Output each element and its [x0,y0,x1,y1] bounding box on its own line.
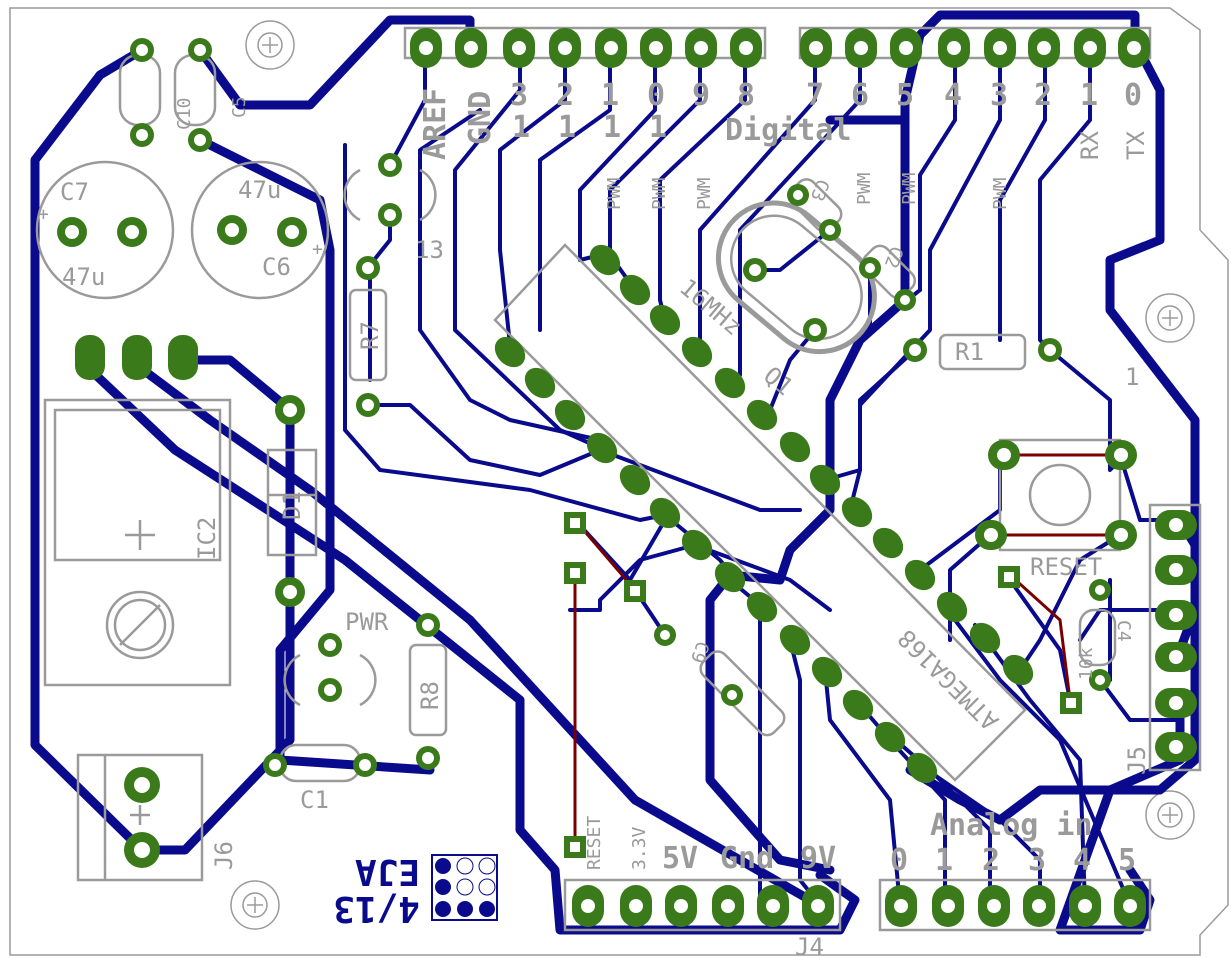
c7-plus: + [38,204,49,225]
mounting-holes [230,20,1195,930]
analog-pin-2: 2 [982,843,1000,878]
power-header-label: J4 [795,933,824,958]
c7-value: 47u [62,263,105,291]
pin-tens-10: 1 [649,110,667,145]
j5-label: J5 [1123,746,1151,775]
pin-tens-11: 1 [603,110,621,145]
reset-button-label: RESET [1030,553,1102,581]
pwm-label-10: PWM [649,177,670,210]
pin-digit-2: 2 [1034,78,1052,113]
one-label: 1 [1125,363,1139,391]
silkscreen-outlines [35,26,1202,932]
pwm-label-5: PWM [899,172,920,205]
pin-digit-9: 9 [692,78,710,113]
component-pads[interactable] [57,38,1137,868]
analog-pin-1: 1 [935,843,953,878]
pin-label-aref: AREF [418,88,453,160]
d1-label: D1 [278,491,306,520]
analog-pin-4: 4 [1073,843,1091,878]
analog-pin-5: 5 [1118,843,1136,878]
signal-traces [343,40,1182,907]
led13-label: 13 [415,236,444,264]
tx-label: TX [1122,131,1150,160]
power-pin-5v: 5V [662,841,698,876]
q1-label: Q1 [758,361,798,401]
pin-digit-7: 7 [806,78,824,113]
pin-digit-6: 6 [851,78,869,113]
r1-label: R1 [955,338,984,366]
analog-pin-3: 3 [1028,843,1046,878]
board-outline [9,7,1229,956]
pin-label-gnd: GND [463,91,498,145]
c6-label: C6 [262,253,291,281]
power-pin-reset: RESET [584,816,605,870]
pwm-label-9: PWM [694,177,715,210]
analog-pin-0: 0 [890,843,908,878]
c6-plus: + [312,239,323,260]
rx-label: RX [1076,131,1104,160]
logo-line2: 4/13 [333,888,420,929]
c6-value: 47u [238,176,281,204]
logo-grid-icon [431,854,498,921]
jumper-wires [573,453,1120,845]
pin-digit-12: 2 [556,78,574,113]
pin-digit-1: 1 [1080,78,1098,113]
digital-header-labels: AREF GND 3 2 1 0 9 8 7 6 5 4 3 2 1 0 1 1… [418,78,1150,210]
c1-label: C1 [300,786,329,814]
bottom-header-labels: RESET 3.3V 5V Gnd 9V J4 Analog in 0 1 2 … [584,808,1136,958]
c5-label: C5 [229,96,250,118]
c10-label: C10 [174,97,195,130]
pwm-label-6: PWM [854,172,875,205]
ic1-pads[interactable] [489,239,1039,789]
c7-label: C7 [60,178,89,206]
ic2-label: IC2 [193,517,221,560]
pin-digit-13: 3 [510,78,528,113]
square-vias [564,512,1082,858]
pin-digit-3: 3 [990,78,1008,113]
power-pin-gnd: Gnd [720,841,774,876]
r8-label: R8 [416,681,444,710]
c4-label: C4 [1113,620,1134,642]
pin-digit-10: 0 [647,78,665,113]
power-pin-9v: 9V [800,841,836,876]
logo-line1: EJA [355,851,420,892]
pin-tens-12: 1 [558,110,576,145]
crystal-label: 16MHz [674,273,747,341]
r7-label: R7 [356,321,384,350]
power-pin-3v3: 3.3V [629,826,650,870]
pin-digit-11: 1 [601,78,619,113]
pwr-led-label: PWR [345,608,389,636]
analog-section-label: Analog in [930,808,1093,843]
j5-header-pads[interactable] [1155,510,1197,762]
pwm-label-11: PWM [604,177,625,210]
pwm-label-3: PWM [990,177,1011,210]
r10-label: 10k [1076,647,1097,680]
pin-digit-4: 4 [944,78,962,113]
digital-section-label: Digital [725,113,851,148]
pin-tens-13: 1 [512,110,530,145]
pin-digit-8: 8 [737,78,755,113]
j6-label: J6 [210,841,238,870]
logo: EJA 4/13 [333,851,498,929]
pin-digit-0: 0 [1124,78,1142,113]
pad-holes [419,41,1183,913]
pin-digit-5: 5 [896,78,914,113]
